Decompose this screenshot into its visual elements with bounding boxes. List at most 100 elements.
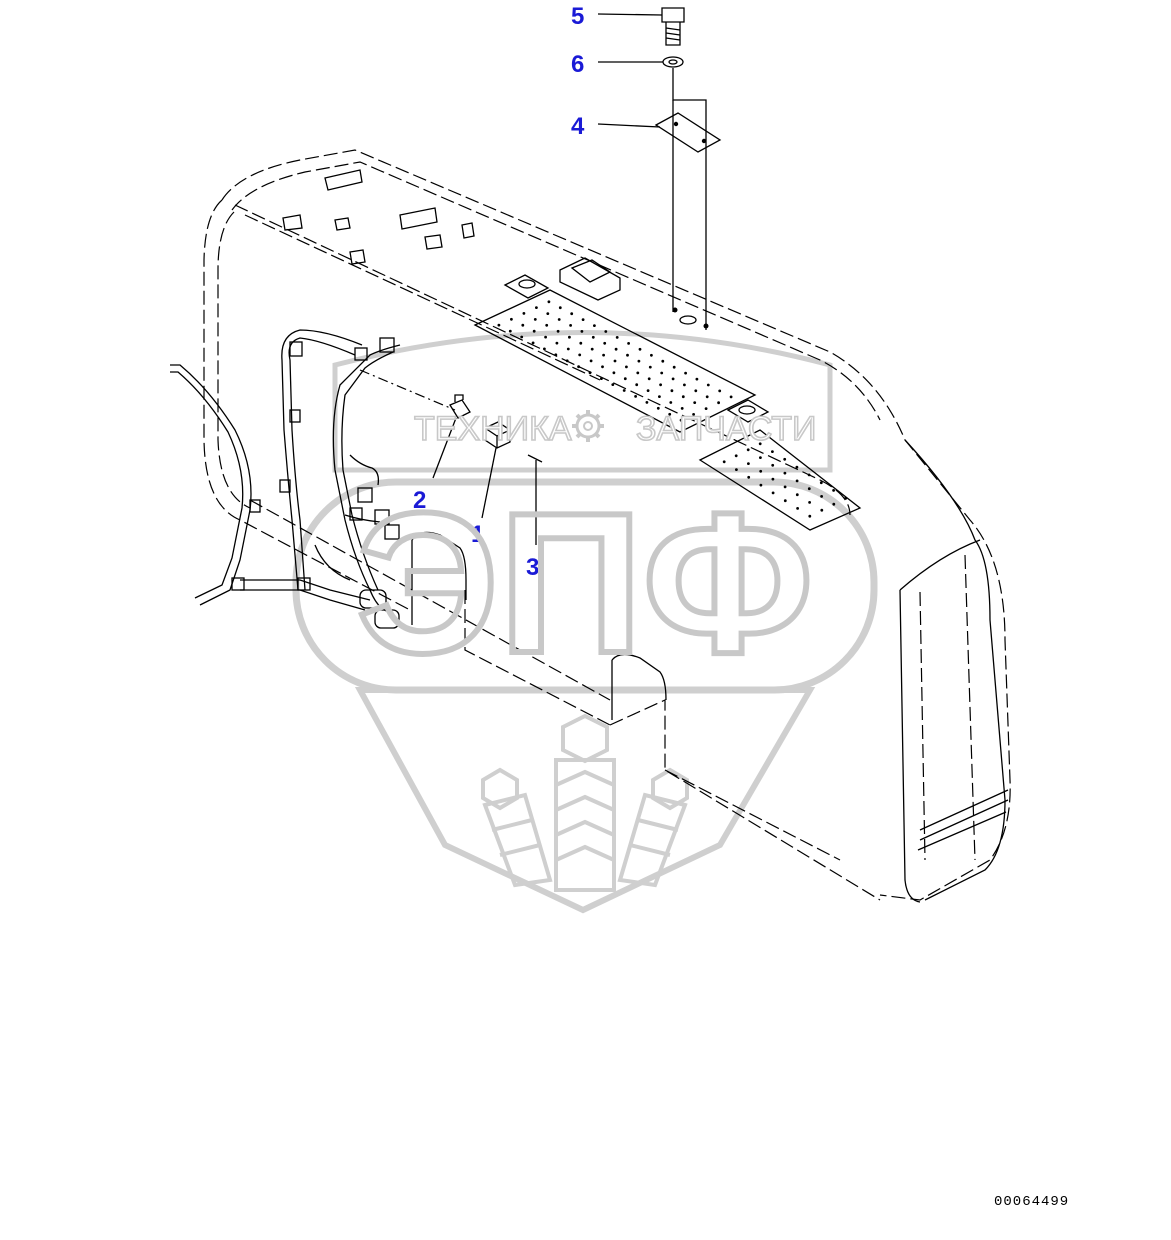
plate-dot xyxy=(588,371,592,375)
plate-dot xyxy=(832,489,835,492)
plate-dot xyxy=(600,377,603,380)
plate-dot xyxy=(566,347,570,351)
plate-dot xyxy=(759,469,763,473)
plate-dot xyxy=(603,341,607,345)
plate-dot xyxy=(735,468,738,471)
plate-dot xyxy=(795,479,799,483)
plate-dot xyxy=(555,341,559,345)
plate-dot xyxy=(625,365,628,369)
plate-dot xyxy=(796,507,799,510)
plate-dot xyxy=(544,335,547,339)
plate-dot xyxy=(569,324,572,327)
plate-dot xyxy=(683,383,686,387)
plate-dot xyxy=(771,463,775,467)
plate-dot xyxy=(671,377,675,381)
plate-dot xyxy=(646,389,650,392)
callout-6: 6 xyxy=(571,51,584,78)
plate-dot xyxy=(613,359,617,363)
plate-dot xyxy=(734,454,738,458)
plate-dot xyxy=(819,481,823,485)
watermark-text-right: ЗАПЧАСТИ xyxy=(636,410,817,448)
plate-dot xyxy=(638,347,642,351)
plate-dot xyxy=(615,336,619,339)
plate-dot xyxy=(636,371,640,375)
plate-dot xyxy=(747,462,750,465)
plate-dot xyxy=(659,383,662,387)
plate-dot xyxy=(729,395,733,399)
plate-dot xyxy=(704,407,708,410)
plate-dot xyxy=(557,318,561,321)
plate-dot xyxy=(645,401,649,404)
part-2-clip xyxy=(449,394,471,419)
plate-dot xyxy=(533,318,537,321)
plate-dot xyxy=(692,413,695,416)
part-3-strap xyxy=(527,454,543,463)
part-5-bolt xyxy=(661,7,685,46)
plate-dot xyxy=(510,317,513,321)
plate-dot xyxy=(669,401,673,404)
plate-dot xyxy=(705,395,709,399)
plate-dot xyxy=(660,371,664,375)
plate-dot xyxy=(693,401,697,404)
plate-dot xyxy=(648,365,652,369)
plate-dot xyxy=(661,359,665,363)
callout-3: 3 xyxy=(526,554,539,581)
plate-dot xyxy=(807,473,811,477)
plate-dot xyxy=(601,365,604,369)
plate-dot xyxy=(531,341,535,345)
part-6-washer xyxy=(662,56,684,68)
plate-dot xyxy=(808,501,811,504)
plate-dot xyxy=(637,359,641,363)
callout-5: 5 xyxy=(571,3,584,30)
plate-dot xyxy=(771,491,775,495)
plate-dot xyxy=(546,312,550,315)
plate-dot xyxy=(577,365,580,369)
leader-lines xyxy=(432,13,663,545)
plate-dot xyxy=(783,471,787,475)
watermark-text-left: ТЕХНИКА xyxy=(414,410,572,448)
plate-dot xyxy=(783,499,787,503)
plate-dot xyxy=(556,329,560,333)
plate-dot xyxy=(795,493,799,497)
plate-dot xyxy=(746,448,750,452)
watermark-text: ТЕХНИКА ЗАПЧАСТИ ЭПФ xyxy=(354,409,818,698)
plate-dot xyxy=(520,335,524,339)
callouts: 5 6 4 2 1 3 xyxy=(413,3,585,581)
plate-dot xyxy=(759,456,762,459)
plate-dot xyxy=(591,335,595,339)
plate-dot xyxy=(647,377,651,381)
part-1-relay xyxy=(484,421,511,449)
part-4-plate xyxy=(654,112,722,153)
plate-dot xyxy=(522,312,526,315)
plate-dot xyxy=(681,395,685,399)
plate-dot xyxy=(627,342,630,345)
plate-dot xyxy=(508,329,512,333)
plate-dot xyxy=(670,389,674,393)
plate-dot xyxy=(565,359,569,363)
plate-dot xyxy=(634,395,637,398)
plate-dot xyxy=(658,395,661,398)
plate-dot xyxy=(568,335,571,339)
callout-2: 2 xyxy=(413,487,426,514)
plate-dot xyxy=(593,324,596,327)
plate-dot xyxy=(554,353,558,357)
wire-harness xyxy=(170,329,456,629)
plate-dot xyxy=(611,383,615,386)
plate-dot xyxy=(747,475,751,479)
plate-dot xyxy=(623,377,627,381)
plate-dot xyxy=(695,377,699,381)
plate-dot xyxy=(795,465,799,469)
plate-dot xyxy=(521,323,525,327)
plate-dot xyxy=(679,418,683,422)
plate-dot xyxy=(614,347,618,351)
plate-dot xyxy=(684,371,687,375)
plate-dot xyxy=(535,306,538,309)
plate-dot xyxy=(807,487,811,491)
plate-dot xyxy=(532,329,536,333)
plate-dot xyxy=(783,485,787,489)
plate-dot xyxy=(622,389,626,392)
plate-dot xyxy=(844,496,848,500)
gear-icon xyxy=(572,410,604,442)
plate-dot xyxy=(771,477,775,481)
wheat-emblem-icon xyxy=(481,713,689,892)
